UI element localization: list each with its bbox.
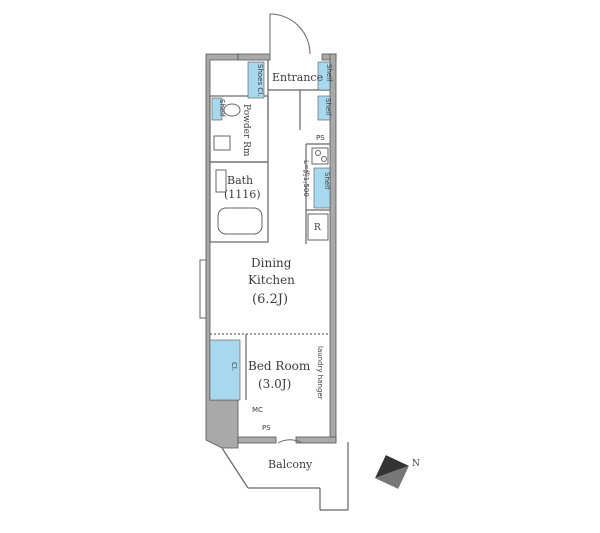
shelf-right-label: Shelf xyxy=(325,64,333,82)
mc-label: MC xyxy=(252,406,263,414)
partitions xyxy=(209,60,349,511)
closet-label: Cl. xyxy=(230,362,238,371)
doors-and-fixtures xyxy=(199,13,329,444)
structural-walls xyxy=(205,53,337,449)
shelf-left-label: Shelf xyxy=(218,99,226,117)
north-arrow-icon xyxy=(375,455,409,489)
bed-room-label: Bed Room xyxy=(248,359,311,373)
dining-kitchen-label-line1: Dining xyxy=(251,256,292,270)
shelf-small xyxy=(317,95,331,121)
bath-label: Bath xyxy=(227,174,253,187)
storage-areas xyxy=(209,61,331,401)
powder-room-label: Powder Rm xyxy=(241,104,251,157)
shoes-closet xyxy=(247,61,265,99)
dining-kitchen-size: (6.2J) xyxy=(252,292,288,307)
shelf-kitchen xyxy=(313,167,331,209)
ps-top-label: PS xyxy=(316,134,325,142)
entrance-label: Entrance xyxy=(272,71,323,84)
ps-bottom-label: PS xyxy=(262,424,271,432)
balcony-label: Balcony xyxy=(268,458,313,471)
laundry-hanger-label: laundry hanger xyxy=(316,346,324,400)
closet-bedroom xyxy=(209,339,241,401)
refrigerator-label: R xyxy=(314,223,321,233)
shelf-small-label: Shelf xyxy=(324,98,332,116)
shelf-right xyxy=(317,61,331,91)
bath-size: (1116) xyxy=(224,188,261,201)
north-label: N xyxy=(412,459,420,469)
shelf-kitchen-label: Shelf xyxy=(323,172,331,190)
shelf-left-powder xyxy=(211,97,223,121)
kitchen-length-label: L=約1,500 xyxy=(302,160,311,197)
shoes-closet-label: Shoes Cl. xyxy=(256,64,264,96)
dining-kitchen-label-line2: Kitchen xyxy=(248,273,295,287)
bed-room-size: (3.0J) xyxy=(258,377,291,391)
